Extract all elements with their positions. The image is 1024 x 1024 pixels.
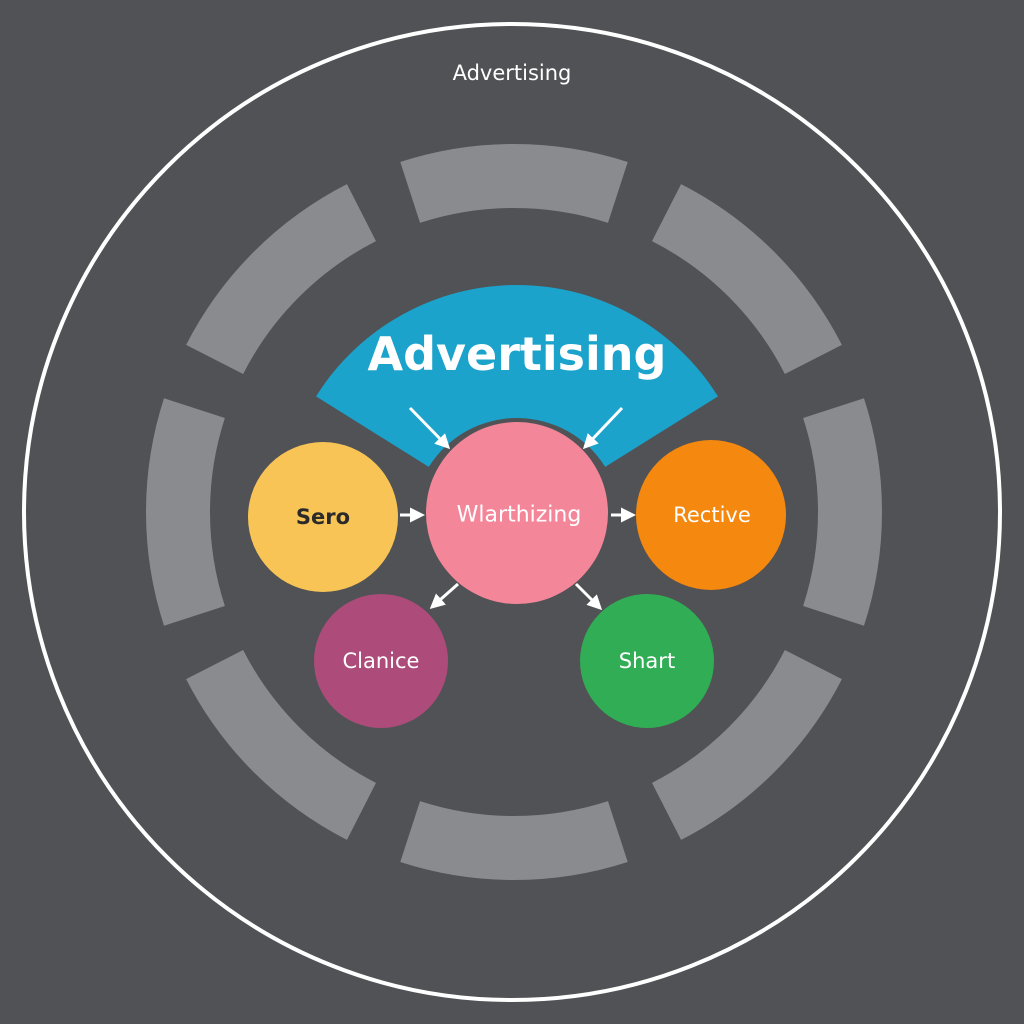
sero-circle: [248, 442, 398, 592]
advertising-banner: [316, 285, 718, 467]
clanice-label: Clanice: [343, 649, 420, 673]
arrow-banner-to-center-left: [408, 406, 451, 450]
center-label: Wlarthizing: [457, 503, 582, 528]
shart-circle: [580, 594, 714, 728]
node-clanice: Clanice: [314, 594, 448, 728]
ring-segment: [400, 801, 628, 880]
center-circle: [426, 422, 608, 604]
arrow-banner-to-center-right: [582, 406, 624, 450]
clanice-circle: [314, 594, 448, 728]
node-wlarthizing: Wlarthizing: [426, 422, 608, 604]
segmented-ring: [146, 144, 882, 880]
rective-label: Rective: [673, 503, 751, 527]
ring-segment: [186, 650, 376, 840]
ring-segment: [146, 398, 225, 626]
outer-circle: [22, 22, 1002, 1002]
banner-title: Advertising: [368, 327, 667, 381]
ring-segment: [652, 184, 842, 374]
rective-circle: [636, 440, 786, 590]
ring-segment: [803, 398, 882, 626]
outer-label: Advertising: [453, 61, 572, 85]
arrow-center-to-shart: [574, 582, 603, 611]
ring-segment: [186, 184, 376, 374]
shart-label: Shart: [619, 649, 675, 673]
sero-label: Sero: [296, 505, 350, 529]
node-sero: Sero: [248, 442, 398, 592]
ring-segment: [652, 650, 842, 840]
node-shart: Shart: [580, 594, 714, 728]
node-rective: Rective: [636, 440, 786, 590]
arrows: [400, 406, 636, 611]
ring-segment: [400, 144, 628, 223]
arrow-center-to-clanice: [429, 582, 459, 609]
